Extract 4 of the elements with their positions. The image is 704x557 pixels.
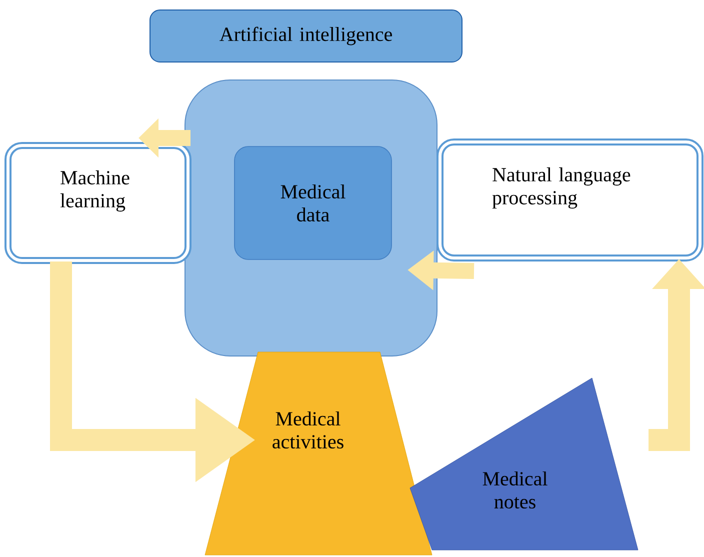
data-box: Medical data bbox=[234, 146, 392, 260]
title-box: Artificial intelligence bbox=[150, 10, 462, 62]
process-box: Machine learning bbox=[4, 142, 192, 264]
process-box: Natural language processing bbox=[436, 138, 704, 262]
